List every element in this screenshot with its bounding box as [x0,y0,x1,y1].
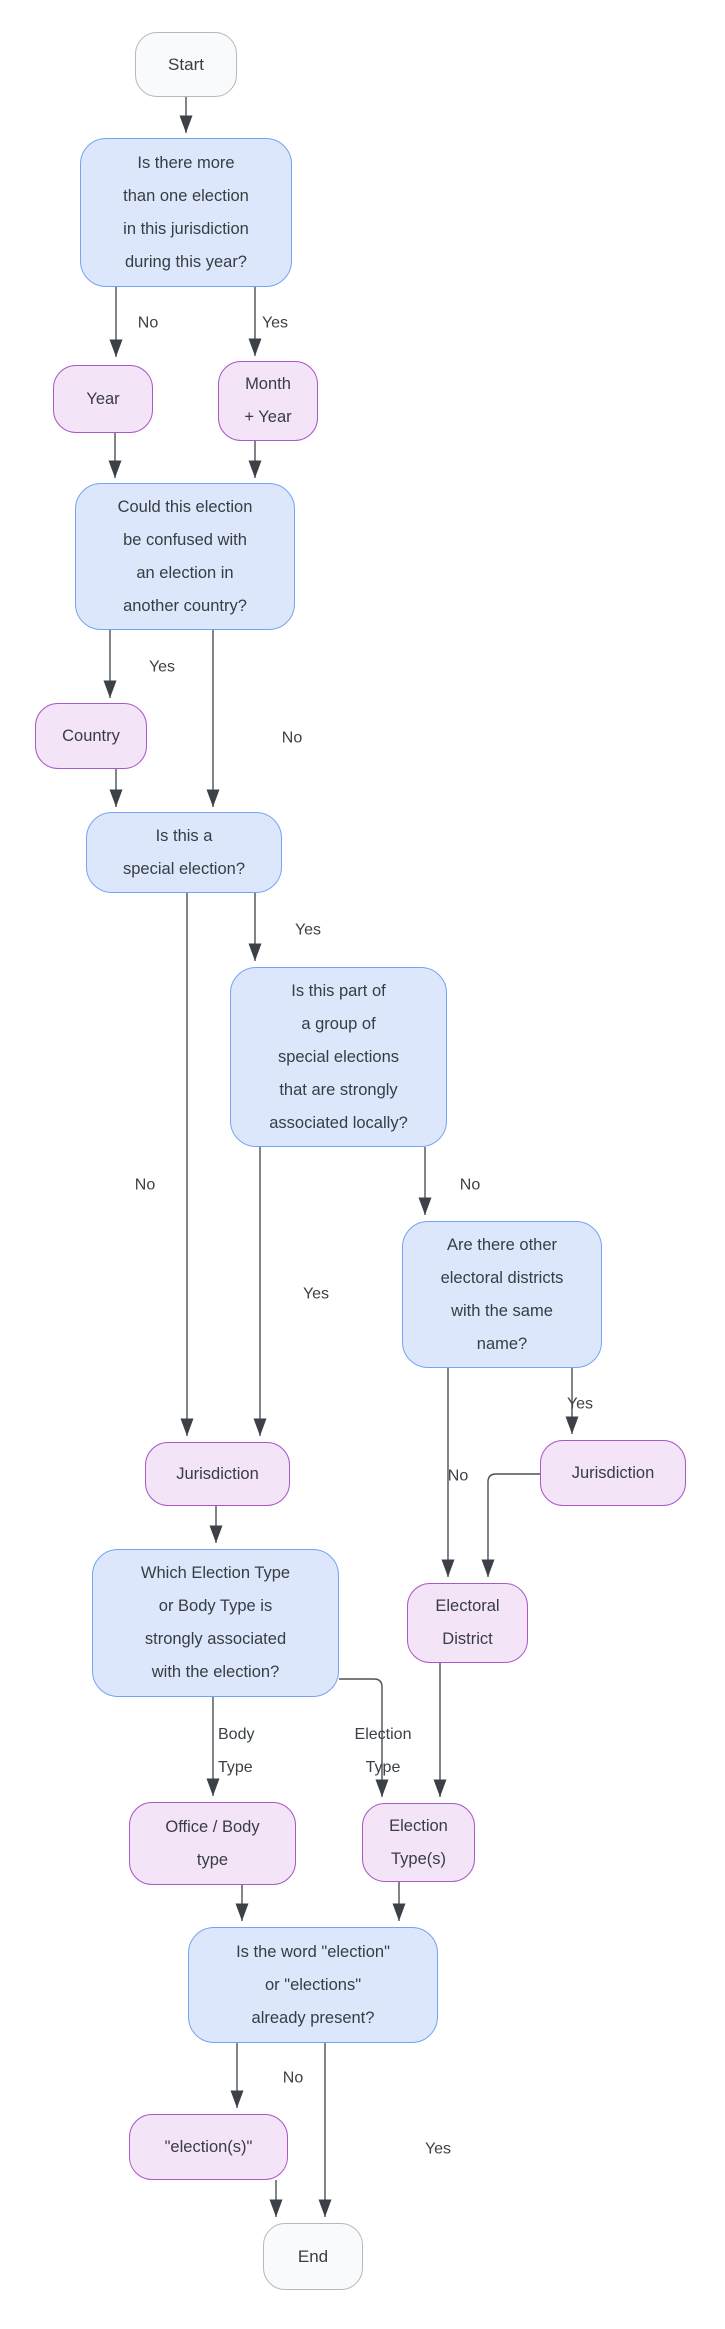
edge-label-confused-yes: Yes [148,658,176,676]
node-question-confused-country: Could this election be confused with an … [75,483,295,630]
node-month-year: Month + Year [218,361,318,441]
edge-label-special-no: No [134,1176,156,1194]
edge-type-electiontype-to-electiontypes [339,1678,389,1797]
edge-label-group-yes: Yes [302,1285,330,1303]
edge-label-multiple-yes: Yes [261,314,289,332]
node-jurisdiction-right: Jurisdiction [540,1440,686,1506]
node-question-word-present: Is the word "election" or "elections" al… [188,1927,438,2043]
edge-label-body-type: Body Type [218,1726,255,1776]
node-electoral-district: Electoral District [407,1583,528,1663]
node-question-special-election: Is this a special election? [86,812,282,893]
edge-label-word-no: No [282,2069,304,2087]
edge-label-multiple-no: No [137,314,159,332]
edge-jurisdiction-b-to-district [481,1473,540,1577]
edge-label-districts-yes: Yes [566,1395,594,1413]
edge-label-election-type: Election Type [354,1726,412,1776]
node-election-types: Election Type(s) [362,1803,475,1882]
node-question-other-districts: Are there other electoral districts with… [402,1221,602,1368]
edge-label-confused-no: No [281,729,303,747]
edge-label-special-yes: Yes [294,921,322,939]
edge-label-word-yes: Yes [424,2140,452,2158]
node-question-type-association: Which Election Type or Body Type is stro… [92,1549,339,1697]
edge-label-group-no: No [459,1176,481,1194]
node-election-s-literal: "election(s)" [129,2114,288,2180]
node-country: Country [35,703,147,769]
node-office-body-type: Office / Body type [129,1802,296,1885]
node-question-multiple-elections: Is there more than one election in this … [80,138,292,287]
edge-label-districts-no: No [447,1467,469,1485]
node-jurisdiction-left: Jurisdiction [145,1442,290,1506]
node-year: Year [53,365,153,433]
node-start: Start [135,32,237,97]
node-end: End [263,2223,363,2290]
node-question-group-special: Is this part of a group of special elect… [230,967,447,1147]
